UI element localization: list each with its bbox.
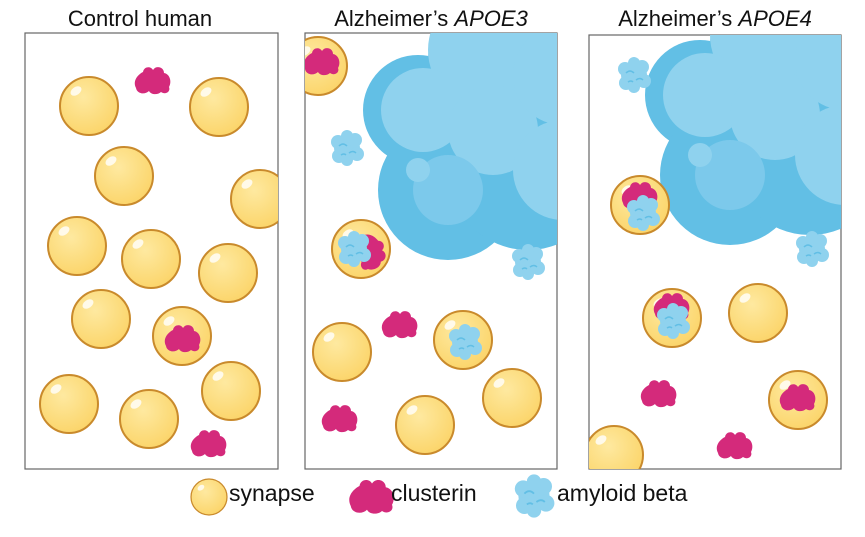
synapse-icon xyxy=(121,229,181,289)
legend-clusterin-label: clusterin xyxy=(391,480,477,506)
amyloid-icon xyxy=(626,194,661,232)
synapse-icon xyxy=(312,322,372,382)
panel-title-apoe4: Alzheimer’s APOE4 xyxy=(618,6,812,32)
legend-clusterin-icon xyxy=(349,479,394,514)
amyloid-icon xyxy=(448,323,483,361)
synapse-icon xyxy=(395,395,455,455)
synapse-icon xyxy=(189,77,249,137)
panel-control xyxy=(24,32,279,470)
title-prefix: Alzheimer’s xyxy=(618,6,739,31)
synapse-icon xyxy=(482,368,542,428)
panel-apoe4 xyxy=(588,34,842,470)
synapse-icon xyxy=(589,425,644,469)
synapse-icon xyxy=(39,374,99,434)
synapse-icon xyxy=(728,283,788,343)
synapse-icon xyxy=(94,146,154,206)
title-prefix: Alzheimer’s xyxy=(334,6,455,31)
amyloid-icon xyxy=(337,230,372,268)
synapse-icon xyxy=(198,243,258,303)
amyloid-icon xyxy=(511,243,546,281)
legend-amyloid-icon xyxy=(513,473,556,519)
synapse-icon xyxy=(47,216,107,276)
amyloid-icon xyxy=(330,129,365,167)
title-genotype: APOE4 xyxy=(738,6,812,31)
panel-title-control: Control human xyxy=(67,6,213,31)
panel-title-apoe3: Alzheimer’s APOE3 xyxy=(334,6,528,32)
synapse-icon xyxy=(71,289,131,349)
legend-synapse-label: synapse xyxy=(229,480,315,506)
synapse-icon xyxy=(201,361,261,421)
amyloid-icon xyxy=(656,302,691,340)
title-genotype: APOE3 xyxy=(454,6,528,31)
panel-apoe3 xyxy=(304,32,558,470)
synapse-icon xyxy=(119,389,179,449)
synapse-icon xyxy=(59,76,119,136)
legend-synapse-icon xyxy=(190,478,228,516)
amyloid-icon xyxy=(795,230,830,268)
legend-amyloid-label: amyloid beta xyxy=(557,480,688,506)
synapse-icon xyxy=(230,169,278,229)
amyloid-icon xyxy=(617,56,652,94)
